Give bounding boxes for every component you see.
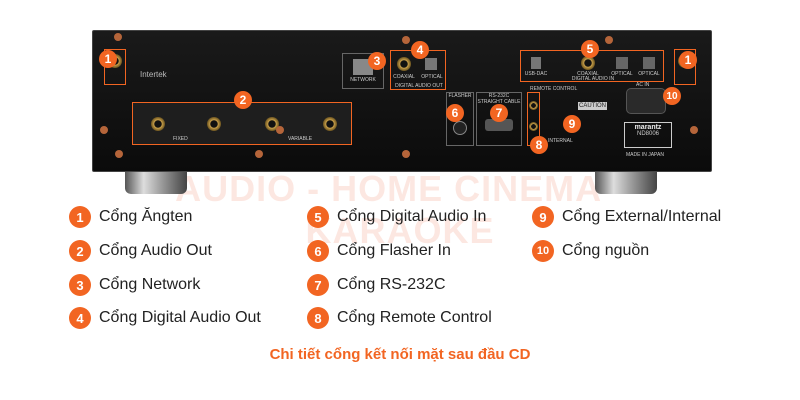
internal-label: INTERNAL	[548, 138, 573, 144]
legend-number: 2	[69, 240, 91, 262]
screw	[402, 150, 410, 158]
flasher-in-port: FLASHER	[446, 92, 474, 146]
cd-player-back-panel	[92, 30, 712, 172]
screw	[115, 150, 123, 158]
legend-number: 1	[69, 206, 91, 228]
usb-dac-label: USB-DAC	[524, 71, 548, 77]
variable-label: VARIABLE	[288, 136, 313, 142]
legend-item: 5 Cổng Digital Audio In	[307, 206, 486, 228]
callout-3: 3	[368, 52, 386, 70]
callout-1-left: 1	[99, 50, 117, 68]
legend-number: 3	[69, 274, 91, 296]
made-in-label: MADE IN JAPAN	[626, 152, 664, 158]
legend-label: Cổng Audio Out	[99, 242, 212, 259]
screw	[605, 36, 613, 44]
legend-label: Cổng RS-232C	[337, 276, 446, 293]
callout-6: 6	[446, 104, 464, 122]
digital-in-label: DIGITAL AUDIO IN	[571, 76, 615, 82]
legend-label: Cổng Remote Control	[337, 309, 492, 326]
legend-label: Cổng Ăngten	[99, 208, 193, 225]
ac-in-label: AC IN	[636, 82, 650, 88]
legend-label: Cổng Network	[99, 276, 201, 293]
flasher-label: FLASHER	[448, 93, 472, 99]
straight-cable-label: STRAIGHT CABLE	[477, 99, 521, 105]
screw	[114, 33, 122, 41]
remote-control-label: REMOTE CONTROL	[530, 86, 578, 92]
callout-8: 8	[530, 136, 548, 154]
legend-number: 8	[307, 307, 329, 329]
legend-item: 1 Cổng Ăngten	[69, 206, 192, 228]
caution-label: CAUTION	[578, 102, 607, 110]
caption: Chi tiết cổng kết nối mặt sau đầu CD	[269, 346, 531, 363]
callout-9: 9	[563, 115, 581, 133]
legend-label: Cổng Digital Audio Out	[99, 309, 261, 326]
model-label: ND8006	[636, 131, 659, 137]
legend-item: 9 Cổng External/Internal	[532, 206, 721, 228]
legend-number: 5	[307, 206, 329, 228]
callout-2: 2	[234, 91, 252, 109]
rs232-label: RS-232C	[488, 93, 510, 99]
callout-5: 5	[581, 40, 599, 58]
legend-item: 7 Cổng RS-232C	[307, 274, 446, 296]
digital-out-label: DIGITAL AUDIO OUT	[395, 83, 443, 89]
brand-label: marantz	[634, 124, 662, 131]
legend-item: 4 Cổng Digital Audio Out	[69, 307, 261, 329]
callout-4: 4	[411, 41, 429, 59]
digital-out-coaxial-label: COAXIAL	[393, 74, 415, 80]
network-label: NETWORK	[350, 77, 376, 83]
ac-inlet	[626, 88, 666, 114]
intertek-logo: Intertek	[140, 70, 167, 79]
legend-label: Cổng External/Internal	[562, 208, 722, 225]
digital-out-optical-label: OPTICAL	[421, 74, 443, 80]
legend-item: 6 Cổng Flasher In	[307, 240, 451, 262]
legend-label: Cổng Flasher In	[337, 242, 451, 259]
legend-item: 8 Cổng Remote Control	[307, 307, 492, 329]
fixed-label: FIXED	[173, 136, 188, 142]
screw	[100, 126, 108, 134]
callout-1-right: 1	[679, 51, 697, 69]
digital-in-optical-label-2: OPTICAL	[638, 71, 660, 77]
screw	[276, 126, 284, 134]
callout-10: 10	[663, 87, 681, 105]
legend-label: Cổng Digital Audio In	[337, 208, 487, 225]
legend-item: 3 Cổng Network	[69, 274, 200, 296]
screw	[690, 126, 698, 134]
screw	[402, 36, 410, 44]
legend-number: 4	[69, 307, 91, 329]
model-plate: marantz ND8006	[624, 122, 672, 148]
legend-number: 6	[307, 240, 329, 262]
digital-in-optical-label-1: OPTICAL	[611, 71, 633, 77]
legend-number: 10	[532, 240, 554, 262]
legend-item: 10 Cổng nguồn	[532, 240, 649, 262]
legend-label: Cổng nguồn	[562, 242, 650, 259]
screw	[255, 150, 263, 158]
digital-in-coaxial-label: COAXIAL	[577, 71, 599, 77]
audio-out-section: FIXED VARIABLE	[132, 102, 352, 145]
callout-7: 7	[490, 104, 508, 122]
watermark: AUDIO - HOME CINEMA - KARAOKE	[175, 168, 625, 251]
legend-number: 9	[532, 206, 554, 228]
legend-item: 2 Cổng Audio Out	[69, 240, 212, 262]
legend-number: 7	[307, 274, 329, 296]
